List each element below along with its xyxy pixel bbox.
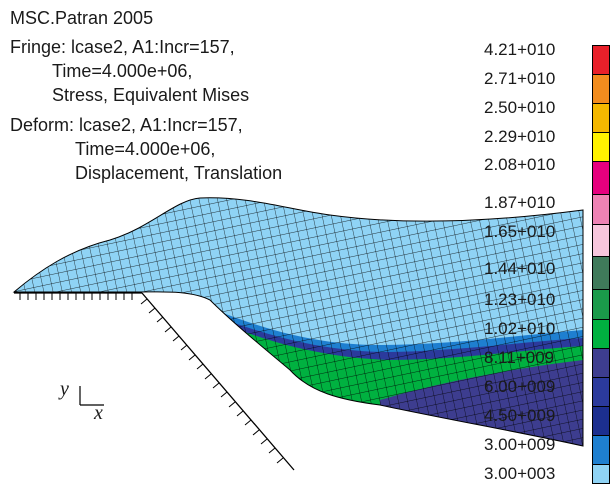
legend-label: 3.00+009 xyxy=(484,435,556,454)
legend-label: 1.65+010 xyxy=(484,222,556,241)
deform-line-3: Displacement, Translation xyxy=(75,163,283,183)
rigid-die xyxy=(14,292,295,471)
legend-label: 3.00+003 xyxy=(484,464,556,483)
legend-label: 1.44+010 xyxy=(484,259,556,278)
legend-label: 2.08+010 xyxy=(484,155,556,174)
legend-swatch xyxy=(592,161,610,195)
legend-swatch xyxy=(592,435,610,465)
legend-swatch xyxy=(592,319,610,349)
legend-label: 2.29+010 xyxy=(484,127,556,146)
legend-label: 8.11+009 xyxy=(484,348,555,367)
legend-swatch xyxy=(592,289,610,320)
legend-label: 2.71+010 xyxy=(484,69,556,88)
y-axis-label: y xyxy=(60,378,69,400)
legend-swatch xyxy=(592,377,610,407)
legend-label: 6.00+009 xyxy=(484,377,556,396)
fringe-line-3: Stress, Equivalent Mises xyxy=(52,85,250,105)
fringe-line-1: Fringe: lcase2, A1:Incr=157, xyxy=(10,37,235,57)
legend-label: 1.87+010 xyxy=(484,193,556,212)
legend-swatch xyxy=(592,74,610,104)
plate-outline xyxy=(12,197,584,447)
axis-triad xyxy=(79,386,104,406)
legend-swatch xyxy=(592,348,610,378)
legend-label: 2.50+010 xyxy=(484,98,556,117)
legend-label: 4.21+010 xyxy=(484,40,556,59)
legend-swatch xyxy=(592,464,610,484)
legend-swatch xyxy=(592,103,610,133)
legend-label: 1.02+010 xyxy=(484,319,556,338)
legend-swatch xyxy=(592,45,610,75)
legend-label: 4.50+009 xyxy=(484,406,556,425)
app-title: MSC.Patran 2005 xyxy=(10,8,154,28)
legend-swatch xyxy=(592,406,610,436)
legend-swatch xyxy=(592,132,610,162)
fringe-line-2: Time=4.000e+06, xyxy=(52,61,193,81)
legend-swatch xyxy=(592,194,610,225)
deform-line-2: Time=4.000e+06, xyxy=(75,139,216,159)
x-axis-label: x xyxy=(94,402,103,424)
legend-swatch xyxy=(592,256,610,290)
deform-line-1: Deform: lcase2, A1:Incr=157, xyxy=(10,115,243,135)
legend-swatch xyxy=(592,224,610,257)
legend-label: 1.23+010 xyxy=(484,290,556,309)
